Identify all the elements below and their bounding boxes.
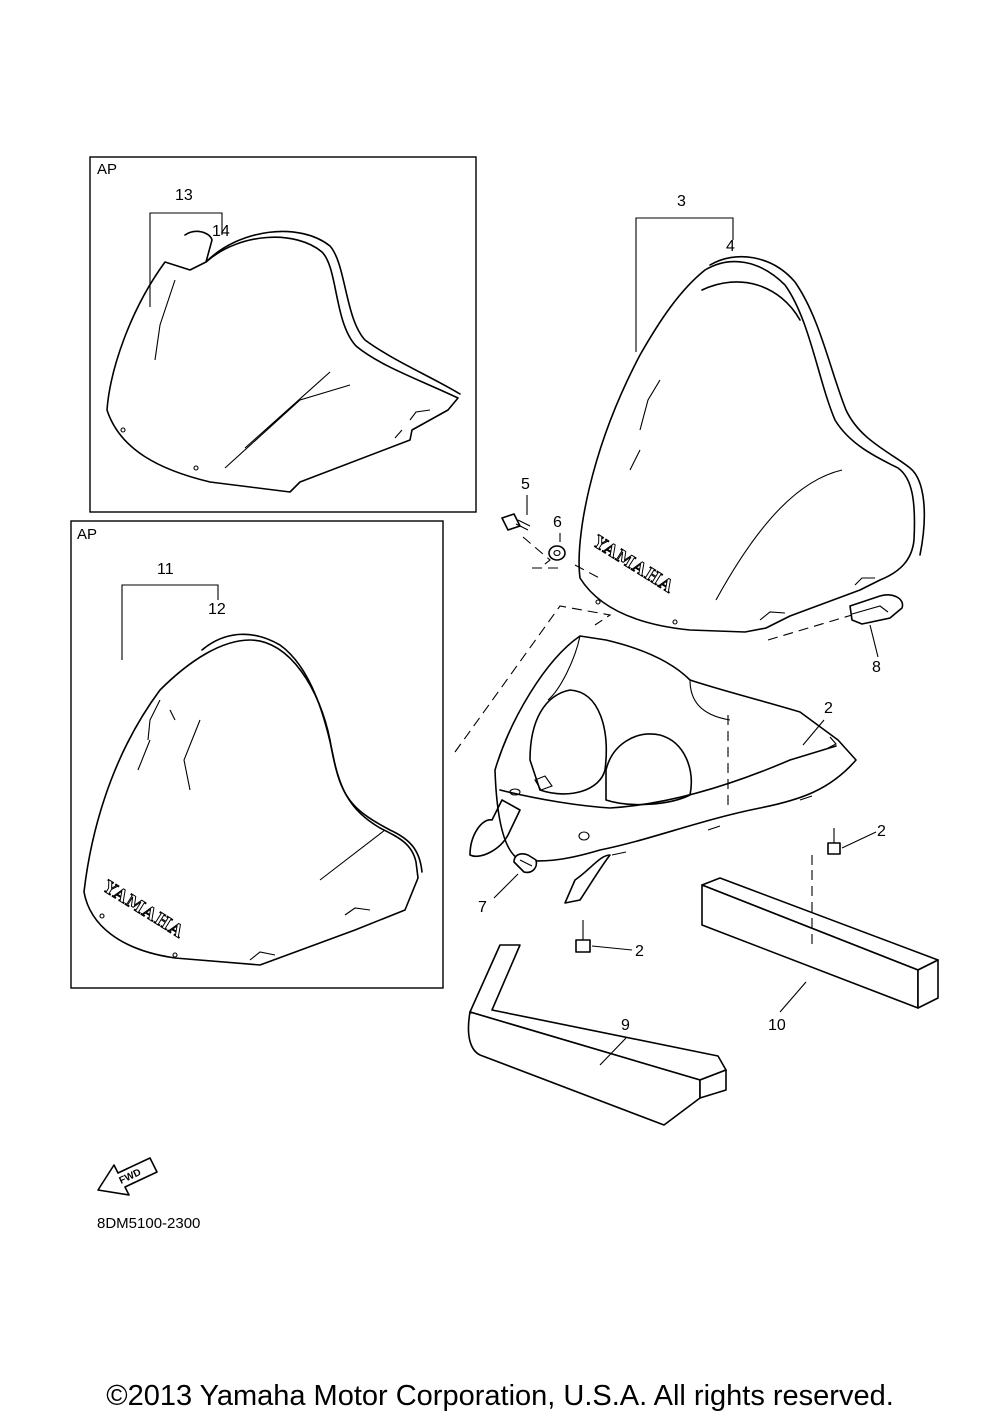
yamaha-logo-11: YAMAHA xyxy=(99,877,188,943)
callout-7: 7 xyxy=(478,899,487,916)
windshield-3: 3 4 YAMAHA xyxy=(578,193,926,641)
callout-3: 3 xyxy=(677,193,686,210)
diagram-code: 8DM5100-2300 xyxy=(97,1215,200,1232)
callout-10: 10 xyxy=(768,1017,786,1034)
callout-14: 14 xyxy=(212,223,230,240)
forward-arrow-icon: FWD xyxy=(97,1157,158,1196)
callout-11: 11 xyxy=(157,561,174,578)
yamaha-logo-3: YAMAHA xyxy=(589,532,678,598)
inset-box-13-14: AP 13 14 xyxy=(89,156,477,513)
copyright-notice: ©2013 Yamaha Motor Corporation, U.S.A. A… xyxy=(106,1380,894,1412)
foam-block-10: 10 xyxy=(701,870,939,1034)
screw-5: 5 xyxy=(501,476,531,531)
windshield-11: YAMAHA xyxy=(83,633,423,966)
nut-6: 6 xyxy=(522,514,566,569)
windshield-13 xyxy=(106,230,461,493)
callout-2b: 2 xyxy=(635,943,644,960)
callout-9: 9 xyxy=(621,1017,630,1034)
inset-label-ap: AP xyxy=(97,161,117,178)
callout-13: 13 xyxy=(175,187,193,204)
foam-strip-9: 9 xyxy=(467,944,727,1126)
callout-4: 4 xyxy=(726,238,735,255)
callout-12: 12 xyxy=(208,601,226,618)
inset-label-ap-2: AP xyxy=(77,526,97,543)
callout-5: 5 xyxy=(521,476,530,493)
callout-8: 8 xyxy=(872,659,881,676)
callout-2a: 2 xyxy=(877,823,886,840)
bracket-8: 8 xyxy=(849,594,904,676)
bolt-2a: 2 xyxy=(827,823,886,855)
bolt-2b: 2 xyxy=(575,920,644,960)
callout-6: 6 xyxy=(553,514,562,531)
clip-7: 7 xyxy=(478,853,538,916)
inset-box-11-12: AP 11 12 YAMAHA xyxy=(70,520,444,989)
hood-1: 2 xyxy=(454,564,857,904)
callout-1: 2 xyxy=(824,700,833,717)
